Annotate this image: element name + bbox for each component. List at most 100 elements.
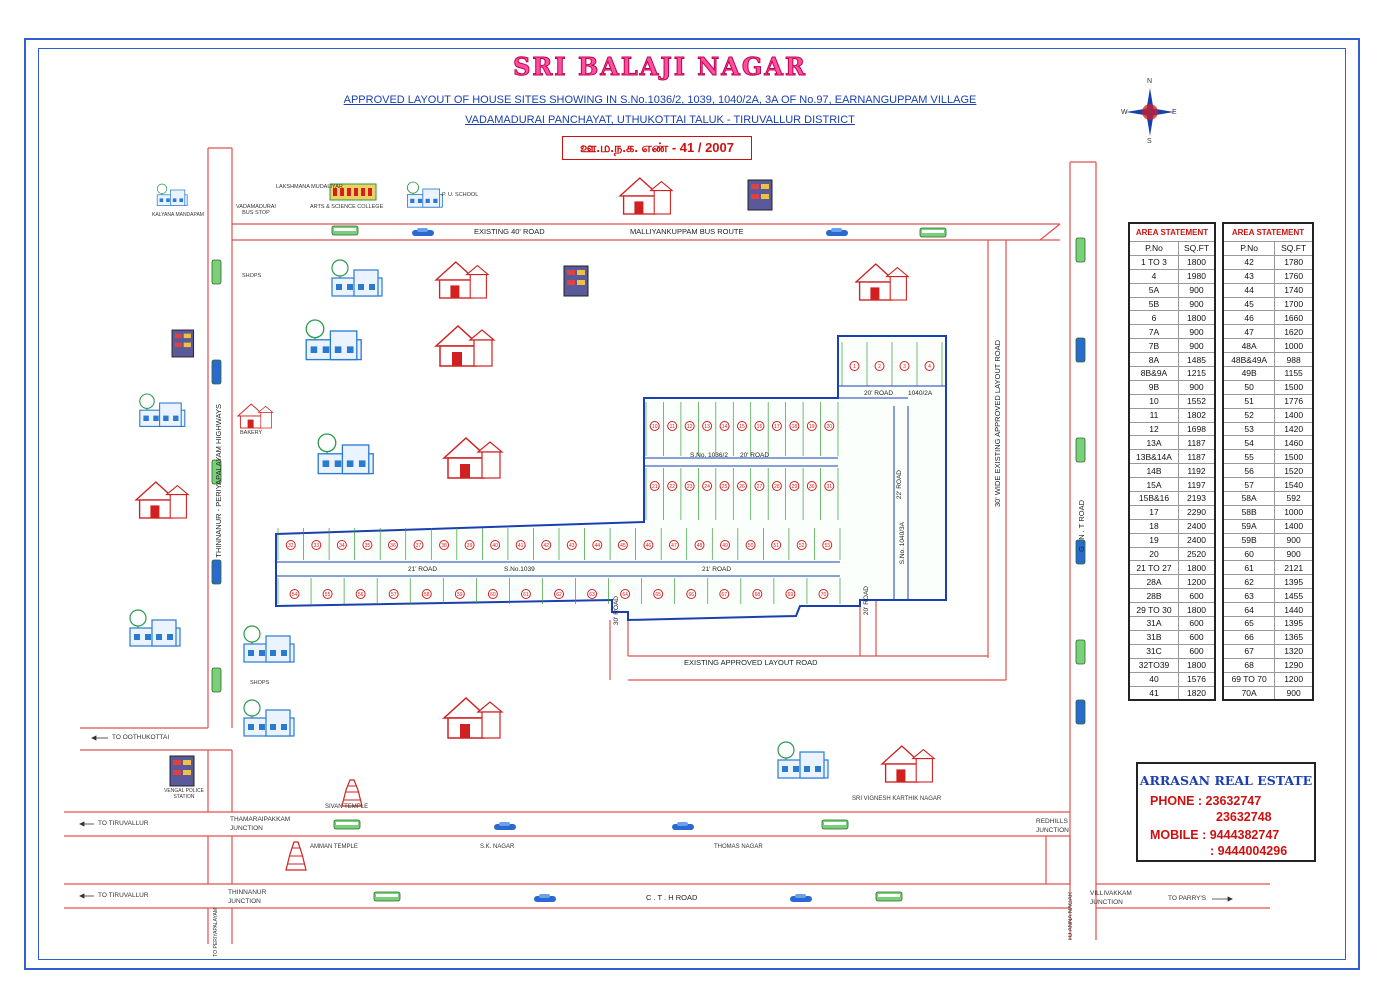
label-redhills-junction: JUNCTION: [1036, 827, 1069, 834]
vehicle-icons: [211, 225, 1086, 902]
plot-52: 52: [796, 540, 807, 550]
plot-38: 38: [439, 540, 450, 550]
outer-frame: [24, 38, 1360, 970]
plot-13: 13: [702, 421, 713, 431]
area-table-1-col-sqft: SQ.FT: [1178, 241, 1216, 256]
area-sqft: 1698: [1178, 421, 1216, 437]
svg-text:48: 48: [697, 543, 703, 549]
svg-text:69: 69: [788, 592, 794, 598]
area-plot-no: 59A: [1222, 518, 1276, 534]
car-icon: [790, 894, 812, 902]
area-plot-no: 65: [1222, 616, 1276, 631]
plot-41: 41: [515, 540, 526, 550]
area-sqft: 600: [1178, 629, 1216, 645]
plot-70: 70: [818, 589, 829, 599]
plot-69: 69: [785, 589, 796, 599]
plot-24: 24: [702, 481, 713, 491]
svg-text:25: 25: [722, 484, 728, 490]
area-plot-no: 9B: [1128, 379, 1179, 395]
area-plot-no: 13B&14A: [1128, 449, 1179, 465]
area-plot-no: 47: [1222, 324, 1276, 340]
direction-arrows: [79, 735, 1233, 902]
plot-1: 1: [849, 361, 860, 371]
label-to-periyapalayam: TO PERIYAPALAYAM: [213, 908, 219, 957]
house-icon: [880, 745, 936, 783]
area-sqft: 1395: [1274, 574, 1314, 590]
plot-19: 19: [806, 421, 817, 431]
area-sqft: 900: [1178, 379, 1216, 395]
area-sqft: 1552: [1178, 393, 1216, 409]
svg-text:12: 12: [687, 424, 693, 430]
area-sqft: 1660: [1274, 310, 1314, 326]
label-vignesh-nagar: SRI VIGNESH KARTHIK NAGAR: [852, 796, 942, 802]
road-label-20-vertical: 20' ROAD: [863, 586, 870, 616]
plot-36: 36: [387, 540, 398, 550]
house-icon: [442, 436, 504, 479]
car-icon: [211, 359, 222, 385]
layout-subtitle-survey: APPROVED LAYOUT OF HOUSE SITES SHOWING I…: [343, 94, 977, 106]
area-sqft: 1740: [1274, 282, 1314, 298]
plot-64: 64: [620, 589, 631, 599]
area-plot-no: 31B: [1128, 629, 1179, 645]
plot-62: 62: [554, 589, 564, 599]
area-plot-no: 15B&16: [1128, 491, 1179, 506]
building-icon: [139, 393, 186, 427]
area-sqft: 2400: [1178, 518, 1216, 534]
company-name: ARRASAN REAL ESTATE: [1139, 773, 1313, 788]
label-amman-temple: AMMAN TEMPLE: [310, 844, 358, 850]
label-thamaraipakkam-junction: JUNCTION: [230, 825, 263, 832]
approval-number-box: ஊ.ம.ந.க. எண் - 41 / 2007: [562, 136, 752, 160]
road-label-30: 30' ROAD: [613, 596, 620, 626]
area-plot-no: 48B&49A: [1222, 352, 1276, 368]
bus-icon: [919, 227, 947, 238]
plot-30: 30: [806, 481, 817, 491]
area-plot-no: 45: [1222, 296, 1276, 312]
svg-text:15: 15: [739, 424, 745, 430]
area-plot-no: 31A: [1128, 616, 1179, 631]
plot-31: 31: [824, 481, 835, 491]
area-plot-no: 13A: [1128, 435, 1179, 451]
svg-text:61: 61: [523, 592, 529, 598]
area-sqft: 1820: [1178, 685, 1216, 701]
svg-text:37: 37: [416, 543, 422, 549]
area-plot-no: 14B: [1128, 463, 1179, 479]
plot-48: 48: [694, 540, 705, 550]
plot-66: 66: [686, 589, 697, 599]
svg-text:55: 55: [325, 592, 331, 598]
plot-39: 39: [464, 540, 475, 550]
area-plot-no: 4: [1128, 268, 1179, 284]
phone-number-1: PHONE : 23632747: [1150, 794, 1262, 808]
area-plot-no: 28A: [1128, 574, 1179, 590]
plot-27: 27: [754, 481, 765, 491]
svg-text:38: 38: [441, 543, 447, 549]
svg-text:44: 44: [595, 543, 601, 549]
plot-46: 46: [643, 540, 654, 550]
area-sqft: 1760: [1274, 268, 1314, 284]
label-bakery: BAKERY: [240, 430, 263, 436]
area-plot-no: 19: [1128, 532, 1179, 548]
svg-text:54: 54: [292, 592, 298, 598]
temple-icon: [341, 779, 363, 807]
apartment-icon: [563, 265, 589, 297]
plot-25: 25: [719, 481, 730, 491]
survey-1036: S.No. 1036/2: [690, 452, 728, 459]
house-icon: [618, 177, 674, 215]
area-sqft: 1200: [1274, 671, 1314, 687]
area-sqft: 1000: [1274, 338, 1314, 354]
